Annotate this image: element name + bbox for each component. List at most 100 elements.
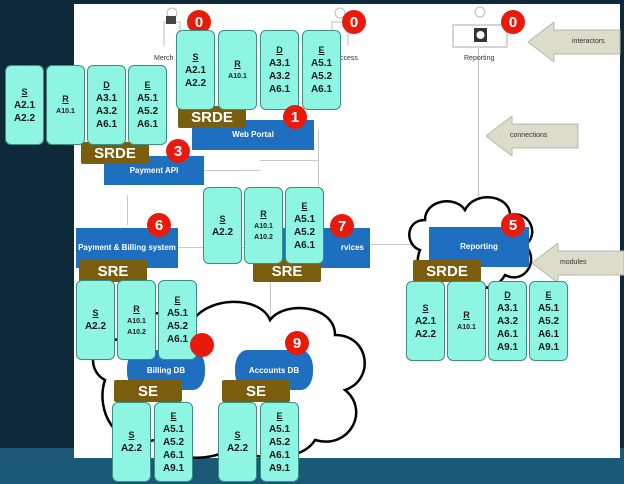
control-category: E — [276, 410, 283, 421]
control-category: S — [92, 308, 99, 318]
control-id: A6.1 — [268, 84, 291, 95]
control-category: R — [133, 303, 140, 314]
control-id: A2.2 — [84, 321, 107, 332]
control-card-s: S A2.2 — [76, 280, 115, 360]
control-id: A10.2 — [254, 234, 273, 241]
control-id: A6.1 — [310, 84, 333, 95]
control-id: A6.1 — [136, 119, 159, 130]
control-id: A3.2 — [496, 315, 519, 327]
badge-services: 7 — [330, 214, 354, 238]
control-category: S — [422, 302, 429, 313]
control-id: A6.1 — [95, 119, 118, 130]
control-id: A6.1 — [293, 239, 316, 251]
control-id: A10.1 — [457, 324, 476, 331]
control-id: A5.1 — [310, 58, 333, 69]
control-category: E — [301, 200, 308, 211]
control-category: D — [276, 45, 283, 55]
badge-reporting: 5 — [501, 213, 525, 237]
tag-payment-api: SRDE — [81, 142, 149, 164]
connection-line — [318, 130, 319, 190]
control-id: A2.2 — [120, 443, 143, 454]
control-id: A6.1 — [166, 334, 189, 345]
control-category: S — [192, 51, 199, 62]
control-id: A2.2 — [414, 328, 437, 340]
control-id: A10.1 — [228, 73, 247, 80]
control-id: A2.2 — [184, 77, 207, 89]
control-category: R — [234, 59, 241, 69]
control-card-r: R A10.1 — [447, 281, 486, 361]
control-id: A5.2 — [162, 436, 185, 448]
control-category: S — [128, 430, 135, 440]
control-card-s: S A2.2 — [112, 402, 151, 482]
interactor-label-merchant: Merch — [154, 55, 174, 62]
control-id: A6.1 — [268, 449, 291, 461]
callout-modules-label: modules — [560, 259, 587, 266]
control-category: S — [21, 86, 28, 97]
callout-interactors: interactors — [527, 20, 624, 67]
control-category: S — [219, 213, 226, 224]
connection-line — [370, 244, 430, 245]
control-category: E — [545, 289, 552, 300]
control-id: A2.1 — [13, 99, 36, 111]
control-card-r: R A10.1 — [218, 30, 257, 110]
tag-payment-billing: SRE — [79, 260, 147, 282]
control-id: A5.1 — [268, 423, 291, 435]
control-id: A9.1 — [496, 341, 519, 353]
control-id: A3.1 — [268, 58, 291, 69]
control-id: A2.2 — [13, 112, 36, 124]
control-id: A5.2 — [293, 226, 316, 238]
callout-connections-label: connections — [510, 132, 548, 139]
control-id: A5.2 — [268, 436, 291, 448]
control-id: A5.1 — [293, 213, 316, 225]
control-id: A6.1 — [162, 449, 185, 461]
badge-access: 0 — [342, 10, 366, 34]
control-category: E — [144, 80, 151, 90]
badge-payment-api: 3 — [166, 139, 190, 163]
tag-billing-db: SE — [114, 380, 182, 402]
badge-payment-billing: 6 — [147, 213, 171, 237]
control-category: R — [62, 94, 69, 104]
control-id: A5.1 — [136, 93, 159, 104]
control-id: A9.1 — [162, 462, 185, 474]
connection-line — [260, 160, 318, 161]
interactor-label-reporting: Reporting — [464, 55, 495, 62]
control-id: A3.2 — [268, 71, 291, 82]
connection-line — [270, 282, 271, 352]
interactor-label-access: ccess — [340, 55, 358, 62]
control-id: A2.2 — [226, 443, 249, 454]
control-category: R — [463, 310, 470, 320]
control-category: E — [174, 295, 181, 305]
control-id: A5.2 — [136, 106, 159, 117]
tag-web-portal: SRDE — [178, 106, 246, 128]
control-category: R — [260, 209, 267, 219]
control-category: D — [504, 289, 511, 300]
control-id: A5.2 — [310, 71, 333, 82]
control-id: A6.1 — [537, 328, 560, 340]
control-id: A9.1 — [268, 462, 291, 474]
control-id: A3.1 — [496, 302, 519, 314]
control-id: A10.1 — [127, 317, 146, 325]
tag-accounts-db: SE — [222, 380, 290, 402]
connection-line — [200, 170, 260, 171]
control-id: A10.2 — [127, 328, 146, 336]
control-id: A5.2 — [166, 321, 189, 332]
control-id: A2.1 — [184, 64, 207, 76]
control-category: E — [170, 410, 177, 421]
control-id: A9.1 — [537, 341, 560, 353]
control-id: A10.1 — [254, 223, 273, 230]
control-category: E — [318, 45, 325, 55]
control-id: A5.2 — [537, 315, 560, 327]
